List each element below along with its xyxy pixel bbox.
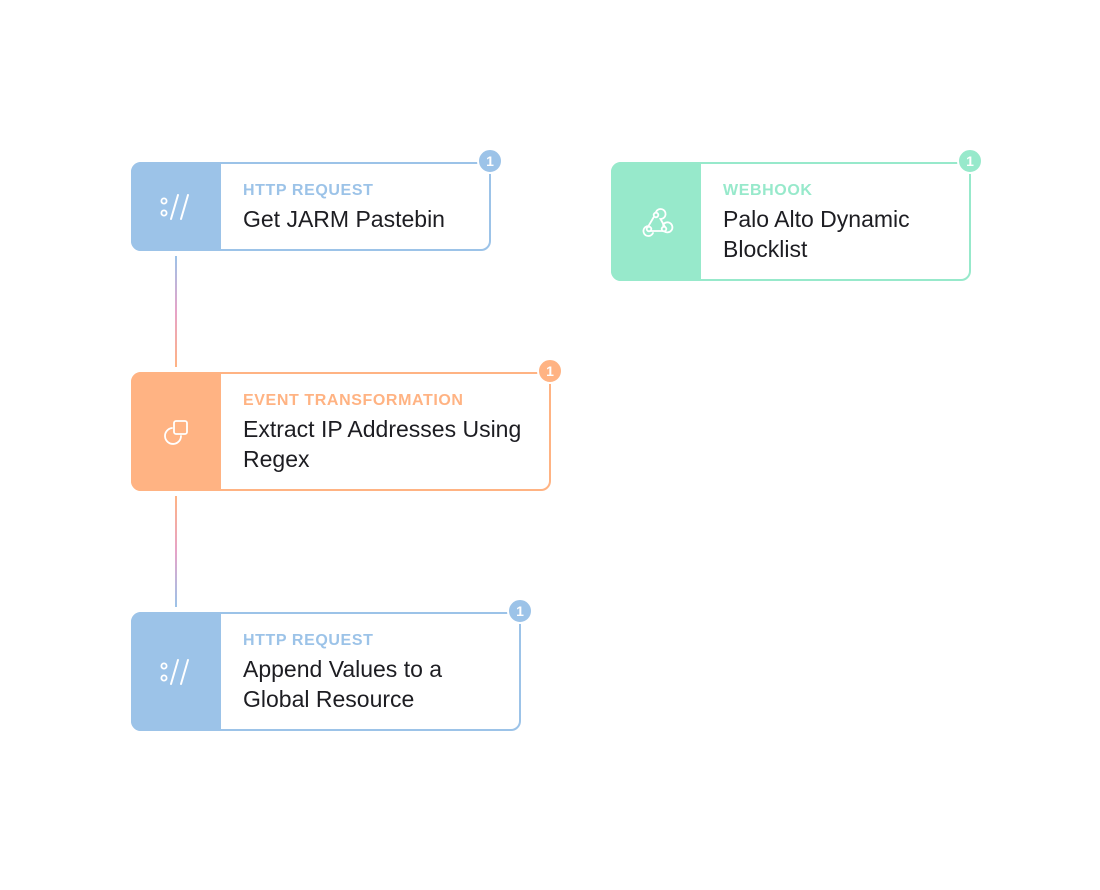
- node-name: Extract IP Addresses Using Regex: [243, 416, 522, 472]
- node-icon-panel: [131, 162, 221, 251]
- connector-3-to-4: [175, 496, 177, 607]
- node-name: Palo Alto Dynamic Blocklist: [723, 206, 910, 262]
- node-type-label: HTTP REQUEST: [243, 182, 374, 199]
- node-count-badge[interactable]: 1: [537, 358, 563, 384]
- node-type-label: EVENT TRANSFORMATION: [243, 392, 464, 409]
- node-count-badge[interactable]: 1: [507, 598, 533, 624]
- http-request-icon: [160, 658, 189, 685]
- http-request-icon: [160, 193, 189, 220]
- node-count-badge[interactable]: 1: [477, 148, 503, 174]
- node-count-badge[interactable]: 1: [957, 148, 983, 174]
- http-request-node-get-jarm-pastebin[interactable]: HTTP REQUEST Get JARM Pastebin: [131, 162, 491, 251]
- webhook-icon: [642, 207, 674, 237]
- node-icon-panel: [131, 612, 221, 731]
- node-icon-panel: [611, 162, 701, 281]
- node-name: Append Values to a Global Resource: [243, 656, 443, 712]
- node-type-label: WEBHOOK: [723, 182, 813, 199]
- node-type-label: HTTP REQUEST: [243, 632, 374, 649]
- event-transformation-icon: [164, 419, 188, 445]
- node-icon-panel: [131, 372, 221, 491]
- http-request-node-append-values[interactable]: HTTP REQUEST Append Values to a Global R…: [131, 612, 521, 731]
- connector-1-to-3: [175, 256, 177, 367]
- webhook-node-palo-alto-dynamic-blocklist[interactable]: WEBHOOK Palo Alto Dynamic Blocklist: [611, 162, 971, 281]
- node-name: Get JARM Pastebin: [243, 206, 445, 232]
- event-transformation-node-extract-ip-addresses[interactable]: EVENT TRANSFORMATION Extract IP Addresse…: [131, 372, 551, 491]
